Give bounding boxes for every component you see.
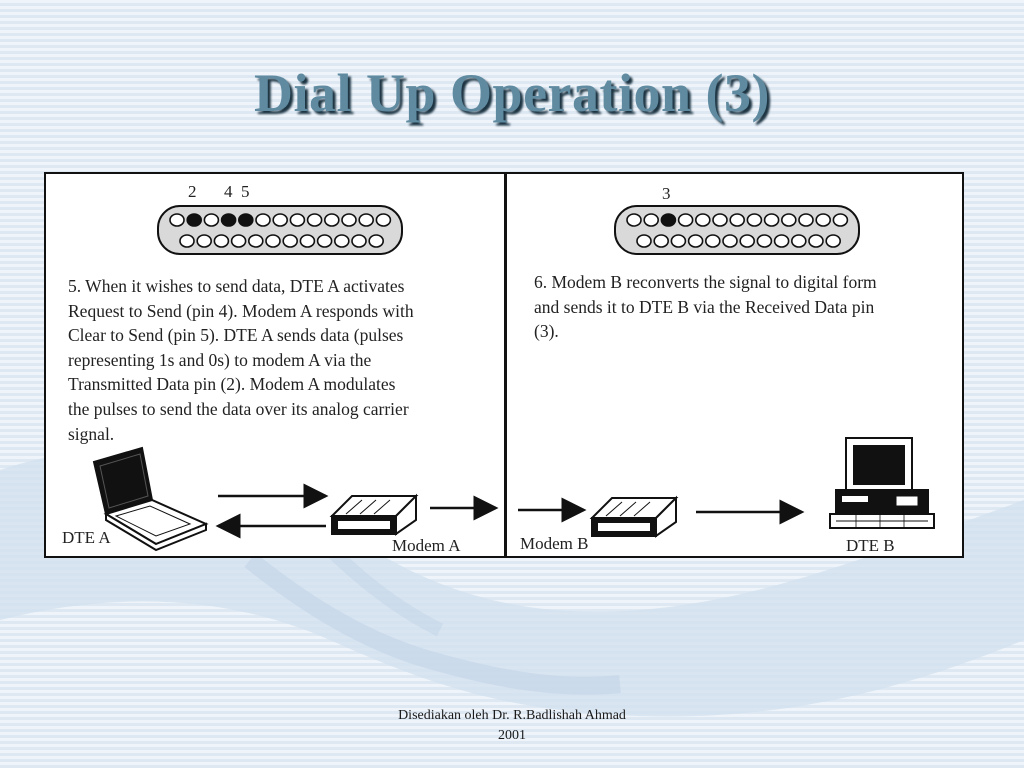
laptop-icon: [92, 446, 209, 552]
pin-hole: [694, 213, 711, 227]
pin-hole: [306, 213, 323, 227]
pin-hole: [255, 213, 271, 227]
active-pin: [238, 213, 254, 227]
footer-year: 2001: [498, 728, 526, 743]
dial-up-diagram: 2 4 5 3 5. When it wishes to send data, …: [44, 172, 964, 558]
active-pin: [186, 213, 202, 227]
pin-hole: [677, 213, 694, 227]
modem-b-label: Modem B: [520, 534, 589, 553]
pin-hole: [832, 213, 849, 227]
pin-hole: [712, 213, 728, 227]
modem-a-label: Modem A: [392, 536, 461, 555]
pin-hole: [248, 234, 264, 248]
pin-hole: [798, 213, 814, 227]
pin-hole: [368, 234, 385, 248]
pin-label-4: 4: [224, 182, 233, 201]
pin-hole: [341, 213, 357, 227]
pin-hole: [299, 234, 316, 248]
pin-hole: [196, 234, 212, 248]
pin-hole: [323, 213, 340, 227]
pin-hole: [756, 234, 773, 248]
pin-hole: [746, 213, 763, 227]
modem-icon: [329, 493, 419, 536]
pin-hole: [272, 213, 288, 227]
pin-hole: [282, 234, 298, 248]
pin-hole: [739, 234, 756, 248]
desktop-computer-icon: [829, 437, 935, 529]
panel-divider: [504, 174, 507, 556]
pin-hole: [729, 213, 746, 227]
pin-hole: [773, 234, 790, 248]
step-5-caption: 5. When it wishes to send data, DTE A ac…: [68, 276, 414, 444]
slide-title: Dial Up Operation (3): [254, 63, 770, 123]
pin-hole: [179, 234, 195, 248]
pin-label-2: 2: [188, 182, 197, 201]
pin-hole: [815, 213, 832, 227]
pin-hole: [763, 213, 780, 227]
pin-hole: [670, 234, 687, 248]
pin-hole: [687, 234, 704, 248]
pin-hole: [636, 234, 652, 248]
diagram-graphics: [92, 205, 935, 552]
pin-hole: [704, 234, 721, 248]
step-6-caption: 6. Modem B reconverts the signal to digi…: [534, 272, 877, 342]
pin-hole: [333, 234, 350, 248]
footer-author: Disediakan oleh Dr. R.Badlishah Ahmad: [398, 708, 626, 723]
connector-icon: [157, 205, 403, 255]
pin-label-3: 3: [662, 184, 671, 203]
pin-hole: [169, 213, 185, 227]
pin-hole: [643, 213, 660, 227]
pin-hole: [358, 213, 375, 227]
pin-hole: [653, 234, 670, 248]
modem-icon: [589, 495, 679, 538]
pin-hole: [375, 213, 392, 227]
active-pin: [220, 213, 237, 227]
active-pin: [660, 213, 677, 227]
pin-hole: [230, 234, 247, 248]
pin-hole: [289, 213, 306, 227]
pin-hole: [780, 213, 797, 227]
pin-hole: [351, 234, 367, 248]
pin-hole: [790, 234, 807, 248]
pin-hole: [626, 213, 642, 227]
pin-label-5: 5: [241, 182, 250, 201]
pin-hole: [825, 234, 842, 248]
pin-hole: [808, 234, 824, 248]
pin-hole: [316, 234, 333, 248]
slide-footer: Disediakan oleh Dr. R.Badlishah Ahmad 20…: [352, 706, 672, 746]
pin-hole: [722, 234, 738, 248]
pin-hole: [203, 213, 220, 227]
connector-icon: [614, 205, 860, 255]
dte-b-label: DTE B: [846, 536, 895, 555]
dte-a-label: DTE A: [62, 528, 111, 547]
pin-hole: [213, 234, 230, 248]
pin-hole: [265, 234, 281, 248]
